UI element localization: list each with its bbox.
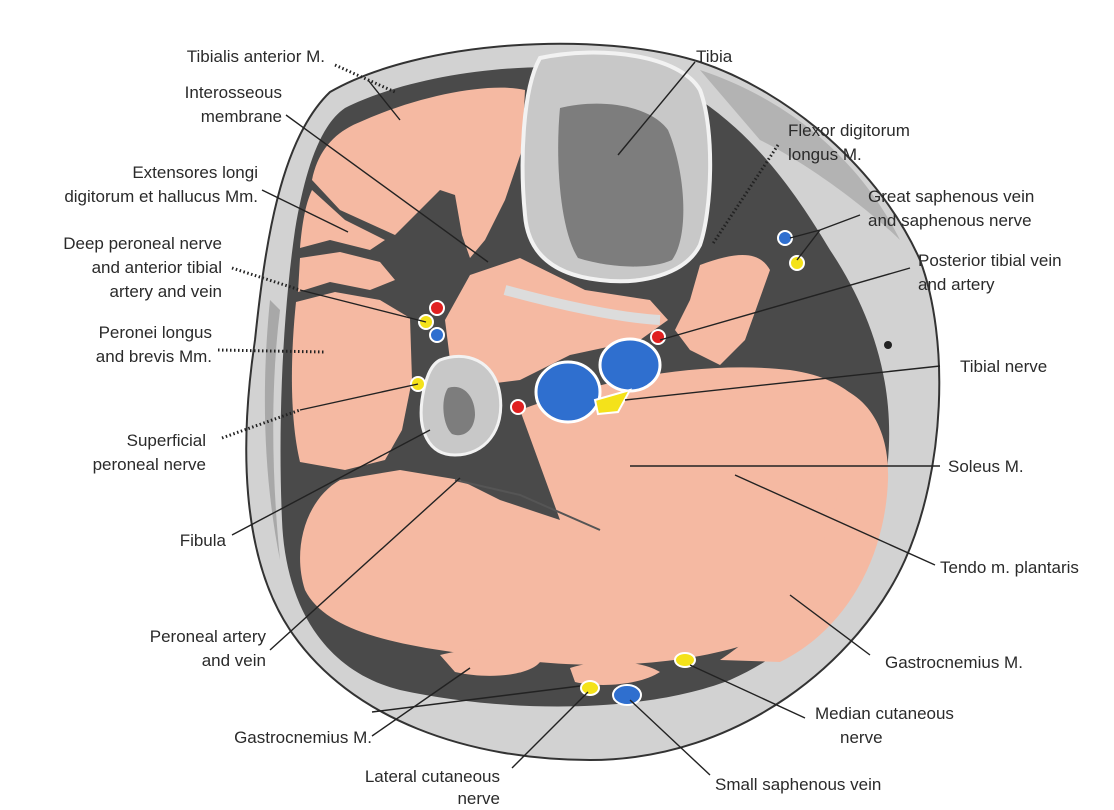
small-saphenous-vein <box>613 685 641 705</box>
posterior-tibial-vein <box>536 362 600 422</box>
label-lateral-cutaneous: nerve <box>457 789 500 808</box>
tibia-marrow <box>558 104 683 267</box>
label-peronei: and brevis Mm. <box>96 347 212 366</box>
label-deep-peroneal: artery and vein <box>110 282 222 301</box>
label-lateral-cutaneous: Lateral cutaneous <box>365 767 500 786</box>
lateral-cutaneous-nerve <box>581 681 599 695</box>
label-gastrocnemius-left: Gastrocnemius M. <box>234 728 372 747</box>
anterior-tibial-vein <box>430 328 444 342</box>
label-peronei: Peronei longus <box>99 323 212 342</box>
label-peroneal-artery: and vein <box>202 651 266 670</box>
label-soleus: Soleus M. <box>948 457 1024 476</box>
label-tibialis-anterior: Tibialis anterior M. <box>187 47 325 66</box>
peronei-muscle <box>292 292 412 470</box>
label-small-saphenous: Small saphenous vein <box>715 775 881 794</box>
label-great-saphenous: and saphenous nerve <box>868 211 1032 230</box>
great-saphenous-vein <box>778 231 792 245</box>
label-tendo-plantaris: Tendo m. plantaris <box>940 558 1079 577</box>
label-fibula: Fibula <box>180 531 227 550</box>
label-deep-peroneal: and anterior tibial <box>92 258 222 277</box>
label-median-cutaneous: nerve <box>840 728 883 747</box>
label-deep-peroneal: Deep peroneal nerve <box>63 234 222 253</box>
label-interosseous: membrane <box>201 107 282 126</box>
label-flexor-digitorum: Flexor digitorum <box>788 121 910 140</box>
label-flexor-digitorum: longus M. <box>788 145 862 164</box>
label-extensores: digitorum et hallucus Mm. <box>64 187 258 206</box>
label-tibial-nerve: Tibial nerve <box>960 357 1047 376</box>
label-extensores: Extensores longi <box>132 163 258 182</box>
saphenous-nerve <box>790 256 804 270</box>
posterior-tibial-artery <box>651 330 665 344</box>
label-superficial-peroneal: Superficial <box>127 431 206 450</box>
posterior-tibial-vein <box>600 339 660 391</box>
label-great-saphenous: Great saphenous vein <box>868 187 1034 206</box>
label-median-cutaneous: Median cutaneous <box>815 704 954 723</box>
label-peroneal-artery: Peroneal artery <box>150 627 267 646</box>
label-interosseous: Interosseous <box>185 83 282 102</box>
anterior-tibial-artery <box>430 301 444 315</box>
peroneal-artery <box>511 400 525 414</box>
label-posterior-tibial: and artery <box>918 275 995 294</box>
label-posterior-tibial: Posterior tibial vein <box>918 251 1062 270</box>
label-gastrocnemius-right: Gastrocnemius M. <box>885 653 1023 672</box>
median-cutaneous-nerve <box>675 653 695 667</box>
dark-dot <box>884 341 892 349</box>
label-superficial-peroneal: peroneal nerve <box>93 455 206 474</box>
label-tibia: Tibia <box>696 47 733 66</box>
